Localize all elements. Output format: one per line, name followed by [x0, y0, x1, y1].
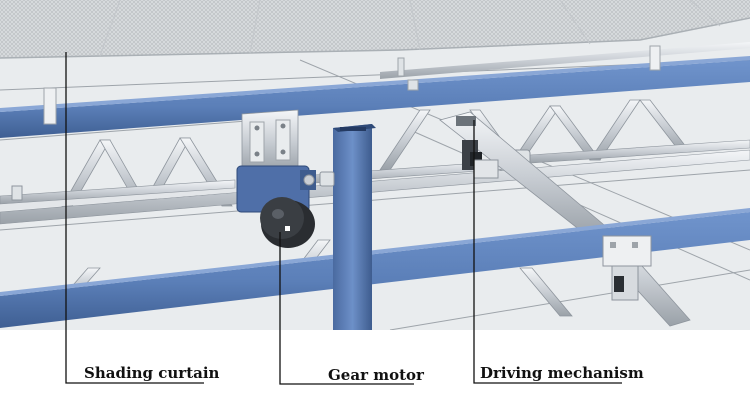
label-area [0, 330, 750, 400]
lower-blue-beam [0, 208, 750, 328]
label-gear-motor: Gear motor [328, 366, 424, 384]
label-driving-mechanism: Driving mechanism [480, 364, 644, 382]
leader-driving-mechanism [473, 120, 622, 384]
leader-lines [65, 52, 622, 385]
label-shading-curtain: Shading curtain [84, 364, 220, 382]
lower-bracket [602, 235, 652, 301]
upper-rail [43, 42, 750, 125]
upper-blue-beam [0, 56, 750, 138]
leader-gear-motor [279, 232, 414, 385]
shading-curtain-mesh [0, 0, 750, 59]
gear-motor [236, 165, 316, 248]
leader-shading-curtain [65, 52, 204, 384]
motor-bracket [241, 109, 299, 173]
vertical-post [333, 124, 376, 330]
truss-chord [0, 149, 750, 225]
shaft-coupling [11, 171, 335, 201]
